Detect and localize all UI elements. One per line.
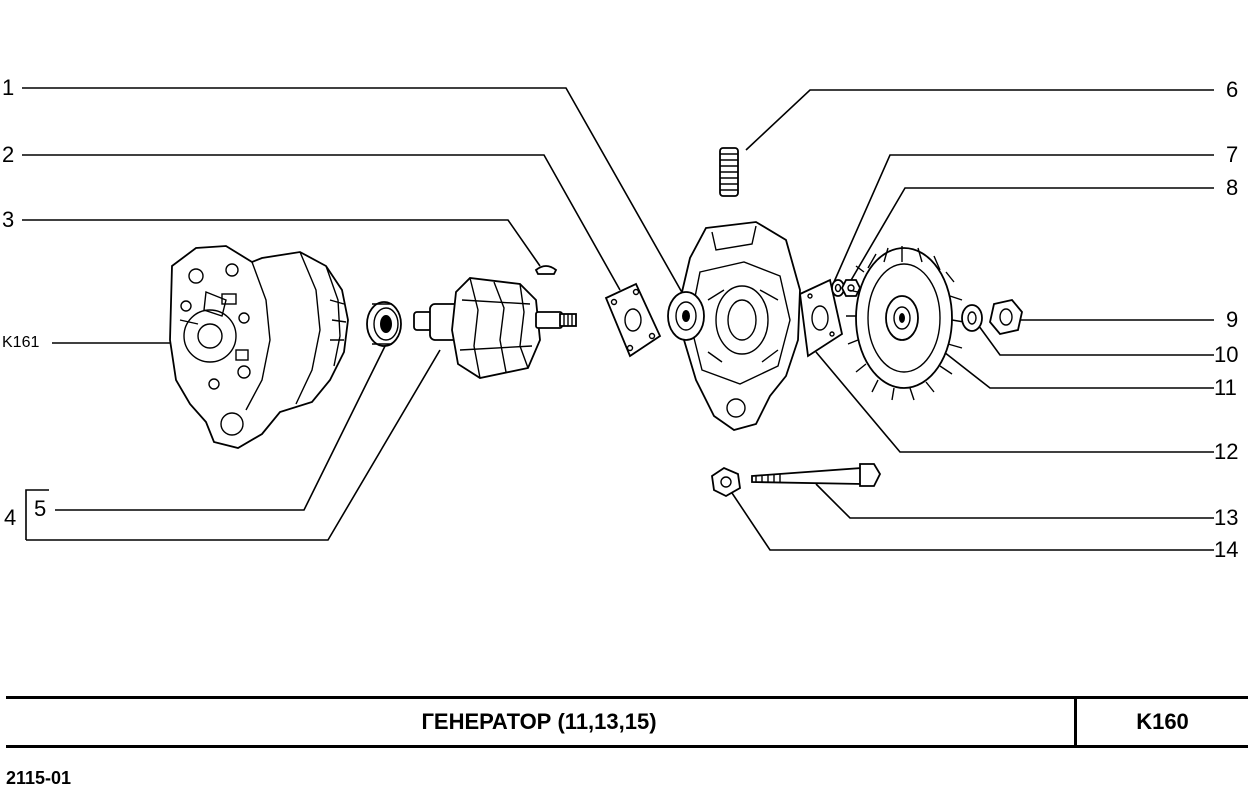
- nut-part-8: [840, 279, 862, 297]
- nut-part-9: [989, 299, 1023, 335]
- callout-7: 7: [1226, 142, 1239, 167]
- leader-lines: [22, 87, 1214, 551]
- leader-line-8: [849, 187, 1214, 283]
- callout-4: 4: [4, 505, 17, 530]
- callout-5: 5: [34, 496, 47, 521]
- leader-line-3: [22, 219, 541, 267]
- callout-13: 13: [1214, 505, 1239, 530]
- exploded-parts-diagram: [22, 87, 1214, 551]
- leader-line-5: [55, 339, 389, 511]
- callout-2: 2: [2, 142, 15, 167]
- leader-line-2: [22, 154, 621, 291]
- pulley-fan-part-11: [846, 246, 965, 401]
- callout-6: 6: [1226, 77, 1239, 102]
- leader-line-11: [943, 351, 1214, 389]
- leader-line-7: [833, 154, 1214, 283]
- bearing-part-5: [366, 301, 402, 347]
- page-code: K160: [1136, 709, 1189, 734]
- leader-line-12: [815, 351, 1214, 453]
- title-block: ГЕНЕРАТОР (11,13,15) K160: [6, 696, 1248, 748]
- nut-part-14: [711, 466, 741, 498]
- rotor-part-4: [413, 277, 577, 379]
- front-cover-part-1: [667, 221, 801, 431]
- spacer-plate-part-12: [799, 278, 844, 358]
- key-part-3: [534, 265, 558, 275]
- callout-9: 9: [1226, 307, 1239, 332]
- callout-k161: K161: [2, 334, 40, 351]
- bolt-part-13: [751, 463, 882, 487]
- callout-1: 1: [2, 75, 15, 100]
- callout-10: 10: [1214, 342, 1239, 367]
- bracket-4-5: [25, 489, 49, 540]
- leader-line-10: [975, 321, 1214, 356]
- leader-line-6: [745, 89, 1214, 151]
- title-divider: [1074, 699, 1077, 745]
- washer-part-7: [831, 279, 845, 297]
- callout-14: 14: [1214, 537, 1239, 562]
- washer-part-10: [961, 304, 983, 332]
- callout-8: 8: [1226, 175, 1239, 200]
- alternator-assembly-k161: [169, 245, 349, 449]
- leader-line-4: [26, 349, 441, 541]
- callout-11: 11: [1214, 375, 1237, 400]
- leader-line-13: [815, 483, 1214, 519]
- gasket-plate-part-2: [604, 282, 662, 358]
- leader-line-14: [729, 489, 1214, 551]
- diagram-title: ГЕНЕРАТОР (11,13,15): [421, 709, 657, 734]
- stud-part-6: [719, 147, 739, 197]
- callout-12: 12: [1214, 439, 1239, 464]
- callout-3: 3: [2, 207, 15, 232]
- leader-line-1: [22, 87, 685, 297]
- document-id: 2115-01: [6, 768, 72, 788]
